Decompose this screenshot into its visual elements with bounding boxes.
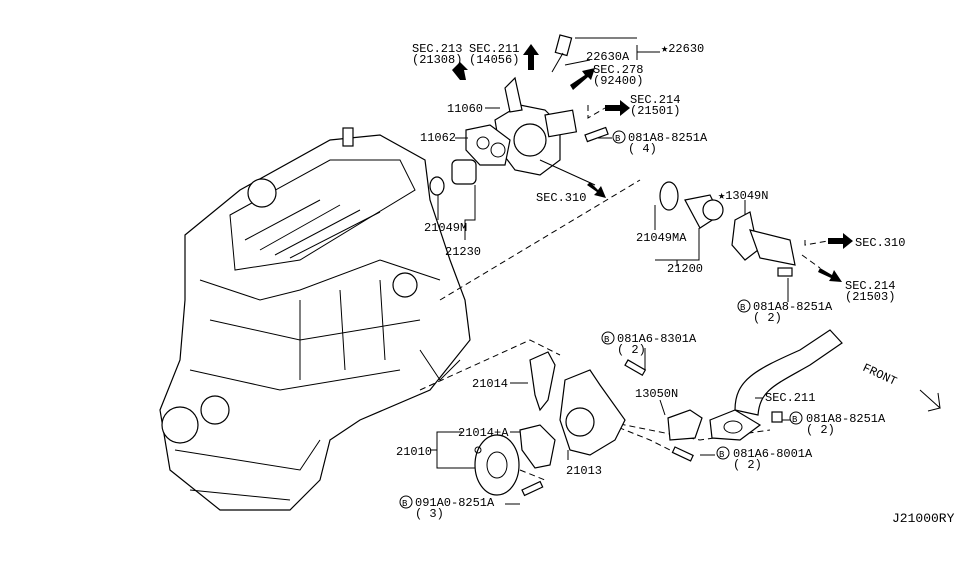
gasket-13050N	[667, 409, 703, 441]
label-21200: 21200	[667, 262, 703, 276]
label-bolt-081A8-8251A-2b: 081A8-8251A	[806, 412, 886, 426]
label-sec211-top-ref: (14056)	[469, 53, 519, 67]
pulley-21010	[474, 434, 520, 496]
bolts	[521, 126, 694, 497]
arrow-sec211	[523, 44, 539, 70]
arrow-front	[919, 389, 942, 412]
label-bolt-qty-091A0: ( 3)	[415, 507, 444, 521]
arrow-sec214-top	[605, 100, 630, 116]
bolt-marker: B	[604, 335, 610, 345]
label-11060: 11060	[447, 102, 483, 116]
gasket-21014A	[519, 424, 556, 469]
bolt-marker: B	[719, 450, 725, 460]
label-bolt-qty-8301A: ( 2)	[617, 343, 646, 357]
label-sec211-bottom: SEC.211	[765, 391, 815, 405]
label-sec214-right-ref: (21503)	[845, 290, 895, 304]
label-22630A: 22630A	[586, 50, 630, 64]
label-sec213: SEC.213	[412, 42, 462, 56]
label-21014: 21014	[472, 377, 508, 391]
labels: SEC.213 (21308) SEC.211 (14056) 22630A ★…	[396, 42, 955, 526]
label-bolt-qty-2b: ( 2)	[806, 423, 835, 437]
label-sec214-right: SEC.214	[845, 279, 895, 293]
thermostat-21200	[659, 181, 724, 229]
label-21013: 21013	[566, 464, 602, 478]
sensor-22630	[551, 34, 573, 73]
bolt-marker: B	[402, 499, 408, 509]
label-21049M: 21049M	[424, 221, 467, 235]
label-21049MA: 21049MA	[636, 231, 687, 245]
arrow-sec278	[570, 68, 595, 90]
water-outlet-13049N	[731, 211, 796, 277]
water-pipe	[709, 329, 843, 441]
label-bolt-081A6-8301A: 081A6-8301A	[617, 332, 697, 346]
label-bolt-qty-4: ( 4)	[628, 142, 657, 156]
bracket-21014	[529, 351, 556, 412]
label-bolt-081A8-8251A-2a: 081A8-8251A	[753, 300, 833, 314]
label-21010: 21010	[396, 445, 432, 459]
bolt-marker: B	[615, 134, 621, 144]
bolt-marker: B	[740, 303, 746, 313]
diagram-code: J21000RY	[892, 511, 955, 526]
engine-block	[159, 127, 471, 511]
label-sec278-ref: (92400)	[593, 74, 643, 88]
label-bolt-081A6-8001A: 081A6-8001A	[733, 447, 813, 461]
label-sec211-top: SEC.211	[469, 42, 519, 56]
thermostat-21230	[429, 159, 477, 196]
label-22630: ★22630	[661, 42, 704, 56]
direction-arrows	[452, 44, 942, 412]
label-13050N: 13050N	[635, 387, 678, 401]
bolt-marker: B	[792, 415, 798, 425]
label-bolt-qty-8001A: ( 2)	[733, 458, 762, 472]
water-pump-21013	[559, 369, 626, 456]
leader-lines	[430, 37, 790, 505]
thermostat-housing-11060	[494, 76, 596, 186]
label-sec278: SEC.278	[593, 63, 643, 77]
arrow-sec310-right	[828, 233, 853, 249]
label-sec310-left: SEC.310	[536, 191, 586, 205]
arrow-sec213	[452, 62, 468, 80]
gasket-11062	[465, 124, 511, 166]
label-front: FRONT	[860, 361, 899, 389]
label-sec213-ref: (21308)	[412, 53, 462, 67]
label-11062: 11062	[420, 131, 456, 145]
arrow-sec310-left	[587, 182, 606, 198]
arrow-sec214-right	[818, 268, 842, 282]
label-bolt-091A0-8251A: 091A0-8251A	[415, 496, 495, 510]
label-sec214-top-ref: (21501)	[630, 104, 680, 118]
label-13049N: ★13049N	[718, 189, 768, 203]
label-bolt-081A8-8251A-4: 081A8-8251A	[628, 131, 708, 145]
label-21230: 21230	[445, 245, 481, 259]
label-bolt-qty-2a: ( 2)	[753, 311, 782, 325]
label-sec310-right: SEC.310	[855, 236, 905, 250]
label-21014A: 21014+A	[458, 426, 509, 440]
label-sec214-top: SEC.214	[630, 93, 680, 107]
